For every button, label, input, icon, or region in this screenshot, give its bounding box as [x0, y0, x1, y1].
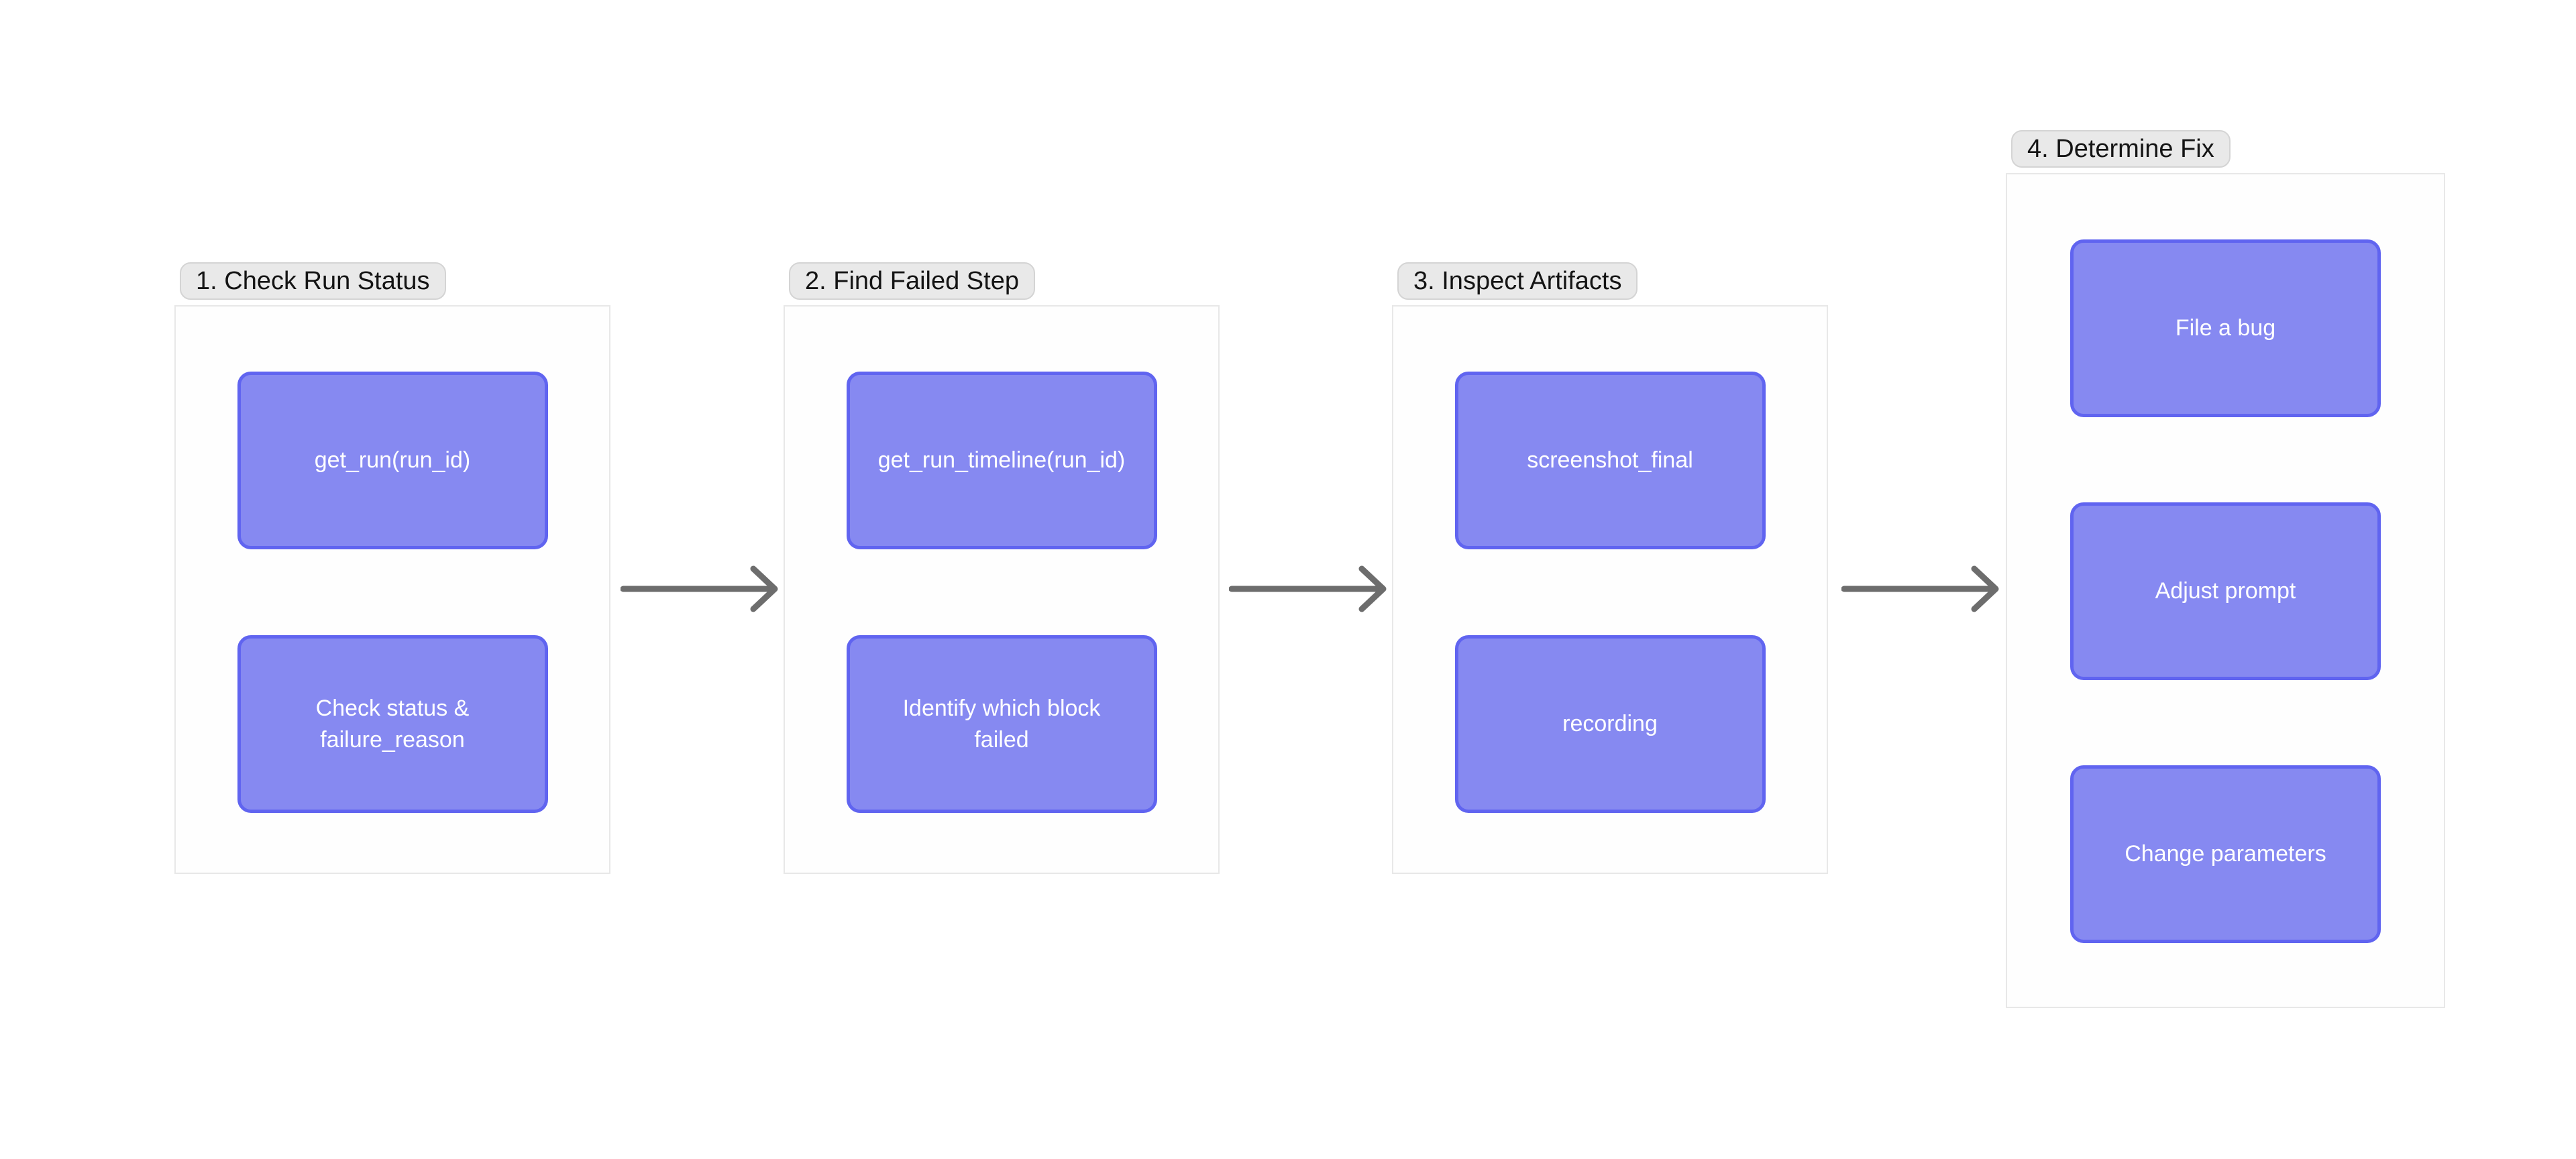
group-label-inspect-artifacts[interactable]: 3. Inspect Artifacts: [1397, 262, 1638, 300]
node-screenshot-final[interactable]: screenshot_final: [1454, 372, 1766, 549]
group-container-check-run-status[interactable]: get_run(run_id) Check status & failure_r…: [174, 305, 610, 874]
node-check-status-failure-reason[interactable]: Check status & failure_reason: [237, 635, 548, 813]
arrow-right-icon: [1229, 565, 1387, 612]
node-get-run-timeline[interactable]: get_run_timeline(run_id): [846, 372, 1157, 549]
group-label-find-failed-step[interactable]: 2. Find Failed Step: [789, 262, 1035, 300]
arrow-connector-2-3[interactable]: [1229, 559, 1390, 619]
node-get-run[interactable]: get_run(run_id): [237, 372, 548, 549]
group-label-check-run-status[interactable]: 1. Check Run Status: [180, 262, 446, 300]
arrow-connector-1-2[interactable]: [621, 559, 782, 619]
arrow-connector-3-4[interactable]: [1841, 559, 2002, 619]
group-container-determine-fix[interactable]: File a bug Adjust prompt Change paramete…: [2006, 173, 2445, 1008]
group-check-run-status: 1. Check Run Status get_run(run_id) Chec…: [174, 262, 610, 874]
group-label-determine-fix[interactable]: 4. Determine Fix: [2011, 130, 2231, 168]
node-identify-which-block-failed[interactable]: Identify which block failed: [846, 635, 1157, 813]
arrow-right-icon: [621, 565, 778, 612]
node-file-a-bug[interactable]: File a bug: [2070, 239, 2381, 417]
group-find-failed-step: 2. Find Failed Step get_run_timeline(run…: [784, 262, 1220, 874]
node-adjust-prompt[interactable]: Adjust prompt: [2070, 502, 2381, 680]
node-recording[interactable]: recording: [1454, 635, 1766, 813]
group-inspect-artifacts: 3. Inspect Artifacts screenshot_final re…: [1392, 262, 1828, 874]
group-container-inspect-artifacts[interactable]: screenshot_final recording: [1392, 305, 1828, 874]
arrow-right-icon: [1841, 565, 1999, 612]
group-container-find-failed-step[interactable]: get_run_timeline(run_id) Identify which …: [784, 305, 1220, 874]
group-determine-fix: 4. Determine Fix File a bug Adjust promp…: [2006, 130, 2445, 1008]
node-change-parameters[interactable]: Change parameters: [2070, 765, 2381, 943]
